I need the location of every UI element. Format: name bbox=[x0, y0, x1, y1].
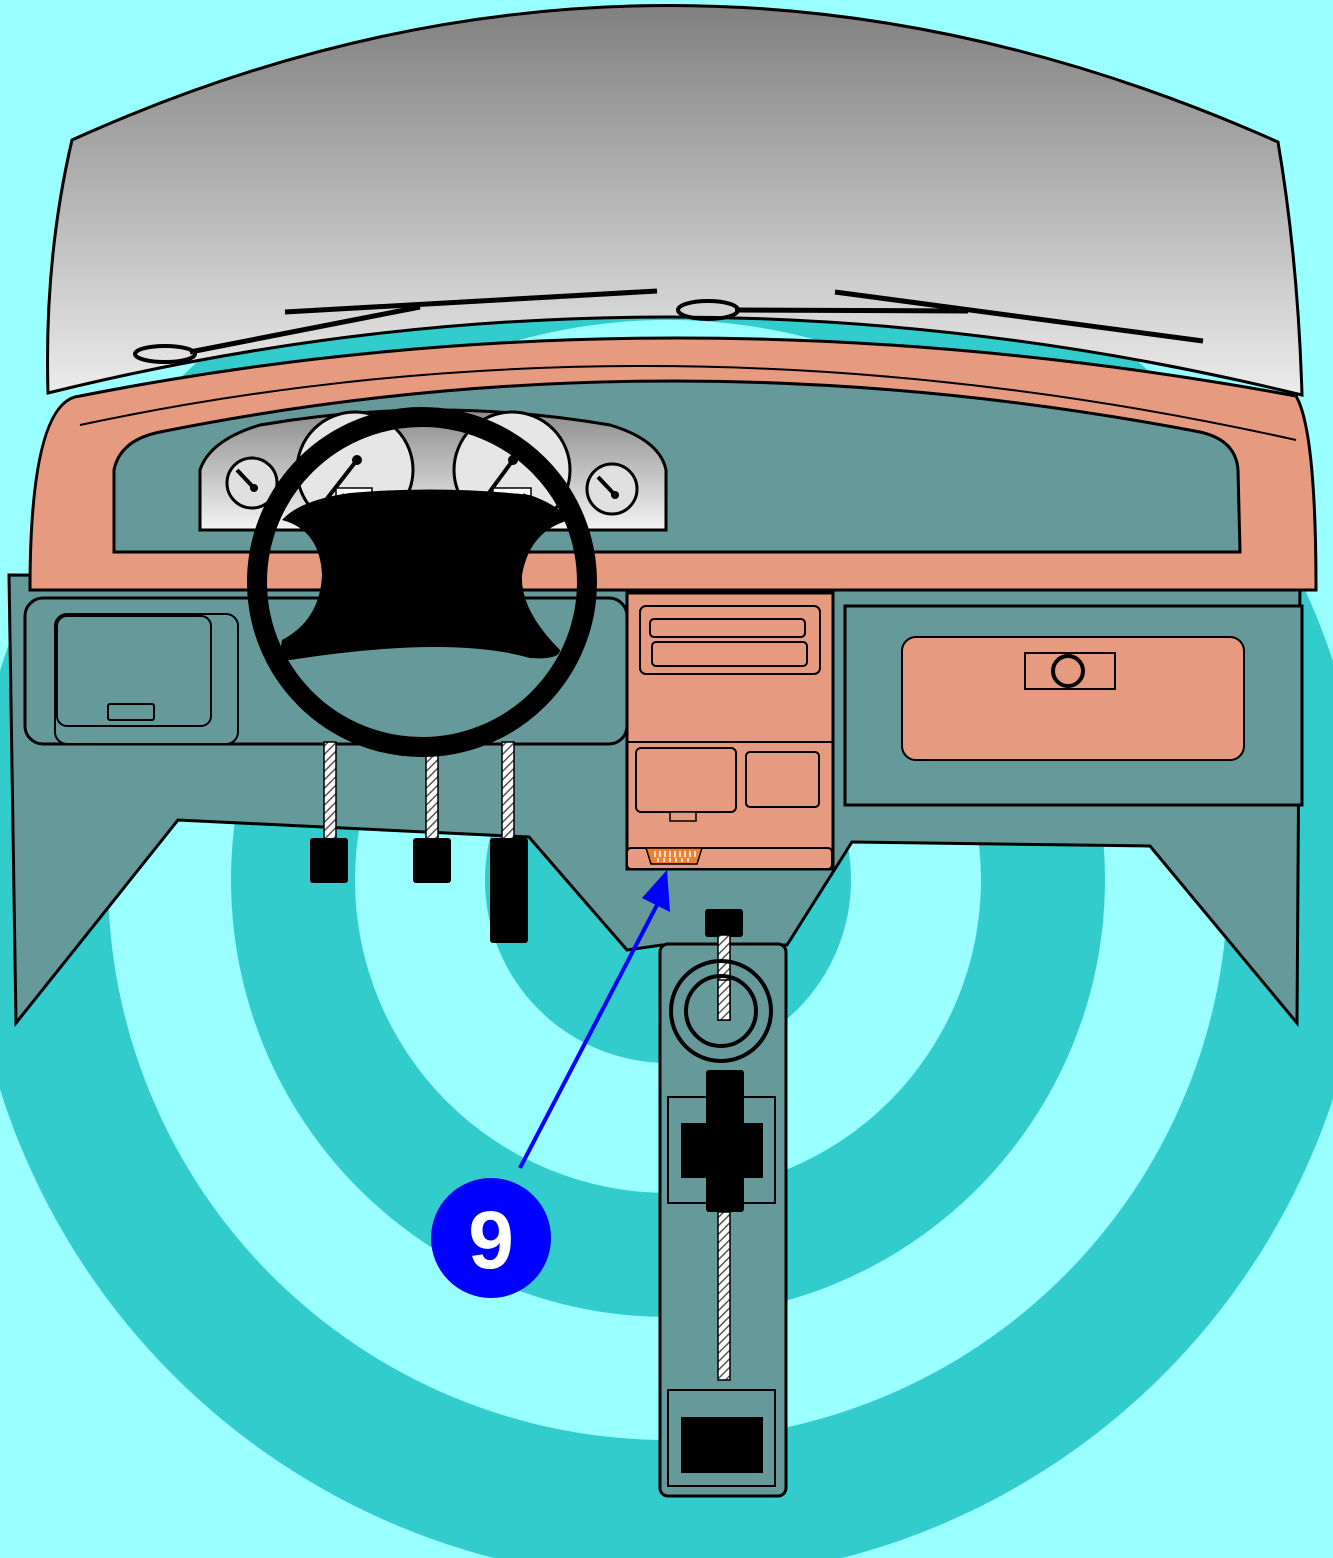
brake-pedal bbox=[413, 838, 451, 883]
callout-9: 9 bbox=[431, 870, 670, 1298]
pedals bbox=[310, 741, 528, 943]
steering-wheel bbox=[247, 407, 597, 757]
console-storage bbox=[667, 1389, 776, 1487]
cup-holder bbox=[669, 959, 773, 1063]
parking-brake-knob bbox=[705, 909, 743, 937]
arrowhead bbox=[642, 870, 670, 912]
glovebox bbox=[843, 604, 1304, 807]
clutch-pedal bbox=[310, 838, 348, 883]
number-circle-icon bbox=[431, 1178, 551, 1298]
glovebox-latch bbox=[1024, 652, 1116, 690]
accelerator-pedal bbox=[490, 838, 528, 943]
small-gauge-right bbox=[585, 462, 639, 516]
callout-arrow bbox=[518, 904, 659, 1169]
wiper-blades bbox=[133, 288, 1204, 364]
center-stack bbox=[625, 591, 835, 871]
windshield bbox=[46, 4, 1304, 397]
callout-number: 9 bbox=[468, 1195, 514, 1286]
fuse-panel-latch bbox=[107, 703, 155, 721]
obd-connector-icon bbox=[654, 851, 696, 862]
gear-shifter bbox=[667, 1070, 776, 1212]
small-gauge-left bbox=[225, 456, 279, 510]
radio-unit bbox=[639, 605, 821, 675]
obd-port bbox=[644, 847, 704, 865]
climate-controls bbox=[635, 747, 820, 822]
center-console bbox=[658, 909, 788, 1498]
